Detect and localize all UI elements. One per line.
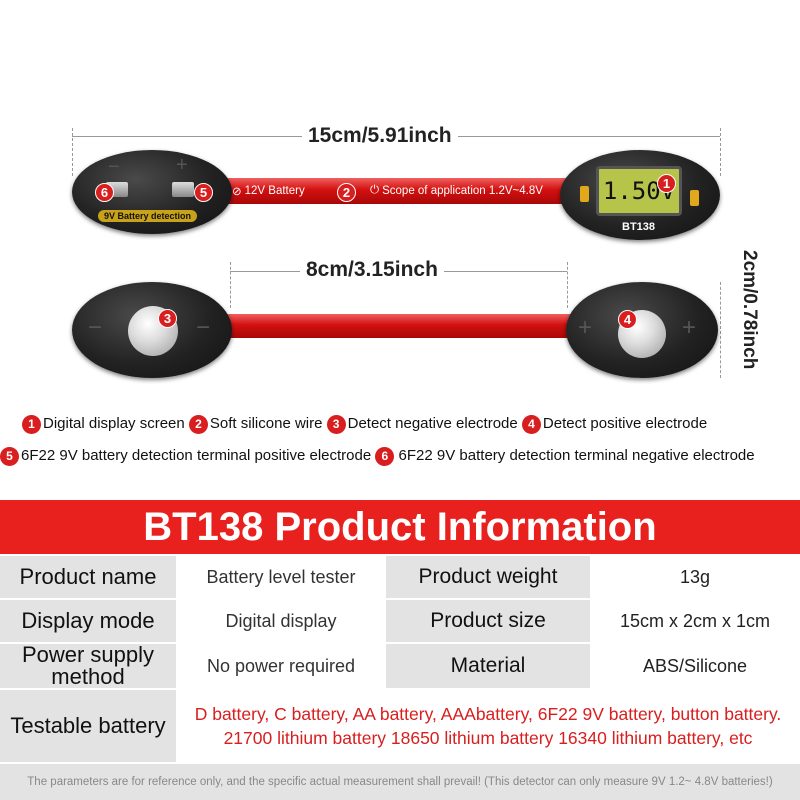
minus-sign: −	[108, 156, 120, 178]
dimension-tick-right	[720, 128, 721, 176]
legend-number-3: 3	[326, 414, 346, 434]
battery-detection-label: 9V Battery detection	[98, 210, 198, 222]
legend-number-6: 6	[375, 446, 395, 466]
wire-label-12v: ⊘ 12V Battery	[232, 185, 305, 198]
battery-icon-right	[690, 190, 699, 206]
table-row: Testable battery D battery, C battery, A…	[0, 690, 800, 762]
testable-battery-label: Testable battery	[0, 690, 176, 762]
spec-label: Product name	[0, 556, 176, 598]
legend-number-2: 2	[188, 414, 208, 434]
legend-item-6: 6 6F22 9V battery detection terminal neg…	[375, 446, 755, 466]
minus-sign-left: −	[88, 314, 103, 341]
positive-terminal	[172, 182, 194, 197]
plus-sign: +	[176, 154, 188, 176]
spec-value: 13g	[590, 556, 800, 598]
spec-label: Material	[386, 644, 590, 688]
minus-sign-right: −	[196, 314, 211, 341]
plus-sign-left: +	[578, 314, 593, 341]
legend-number-5: 5	[0, 446, 19, 466]
spec-table: Product name Battery level tester Produc…	[0, 556, 800, 762]
footnote: The parameters are for reference only, a…	[0, 764, 800, 800]
wire-length-label: 8cm/3.15inch	[300, 258, 444, 282]
table-row: Display mode Digital display Product siz…	[0, 600, 800, 644]
spec-label: Display mode	[0, 600, 176, 642]
plus-sign-right: +	[682, 314, 697, 341]
legend-number-4: 4	[521, 414, 541, 434]
spec-label: Product size	[386, 600, 590, 642]
prohibited-icon: ⊘	[232, 186, 242, 198]
callout-6: 6	[95, 183, 114, 202]
callout-2: 2	[337, 183, 356, 202]
callout-1: 1	[657, 174, 676, 193]
length-label: 15cm/5.91inch	[302, 124, 458, 148]
wire-tick-right	[567, 262, 568, 308]
wire-tick-left	[230, 262, 231, 308]
spec-value: Digital display	[176, 600, 386, 642]
battery-icon-left	[580, 186, 589, 202]
product-illustration: 15cm/5.91inch ⊘ 12V Battery 2 ⏻ Scope of…	[72, 124, 760, 378]
spec-value: No power required	[176, 644, 386, 688]
spec-value: 15cm x 2cm x 1cm	[590, 600, 800, 642]
height-label: 2cm/0.78inch	[739, 250, 760, 370]
wire-label-scope: ⏻ Scope of application 1.2V~4.8V	[370, 184, 543, 197]
callout-3: 3	[158, 309, 177, 328]
silicone-wire-bottom	[220, 314, 580, 338]
product-information-banner: BT138 Product Information	[0, 500, 800, 554]
callout-4: 4	[618, 310, 637, 329]
power-icon: ⏻	[370, 184, 380, 196]
dimension-tick-left	[72, 128, 73, 176]
spec-label: Product weight	[386, 556, 590, 598]
table-row: Power supply method No power required Ma…	[0, 644, 800, 690]
legend-number-1: 1	[22, 414, 41, 434]
height-tick	[720, 282, 721, 378]
testable-battery-value: D battery, C battery, AA battery, AAAbat…	[194, 704, 782, 748]
model-label: BT138	[622, 221, 656, 233]
spec-value: Battery level tester	[176, 556, 386, 598]
spec-value: ABS/Silicone	[590, 644, 800, 688]
silicone-wire-top	[200, 178, 590, 204]
table-row: Product name Battery level tester Produc…	[0, 556, 800, 600]
spec-label: Power supply method	[0, 644, 176, 688]
callout-5: 5	[194, 183, 213, 202]
